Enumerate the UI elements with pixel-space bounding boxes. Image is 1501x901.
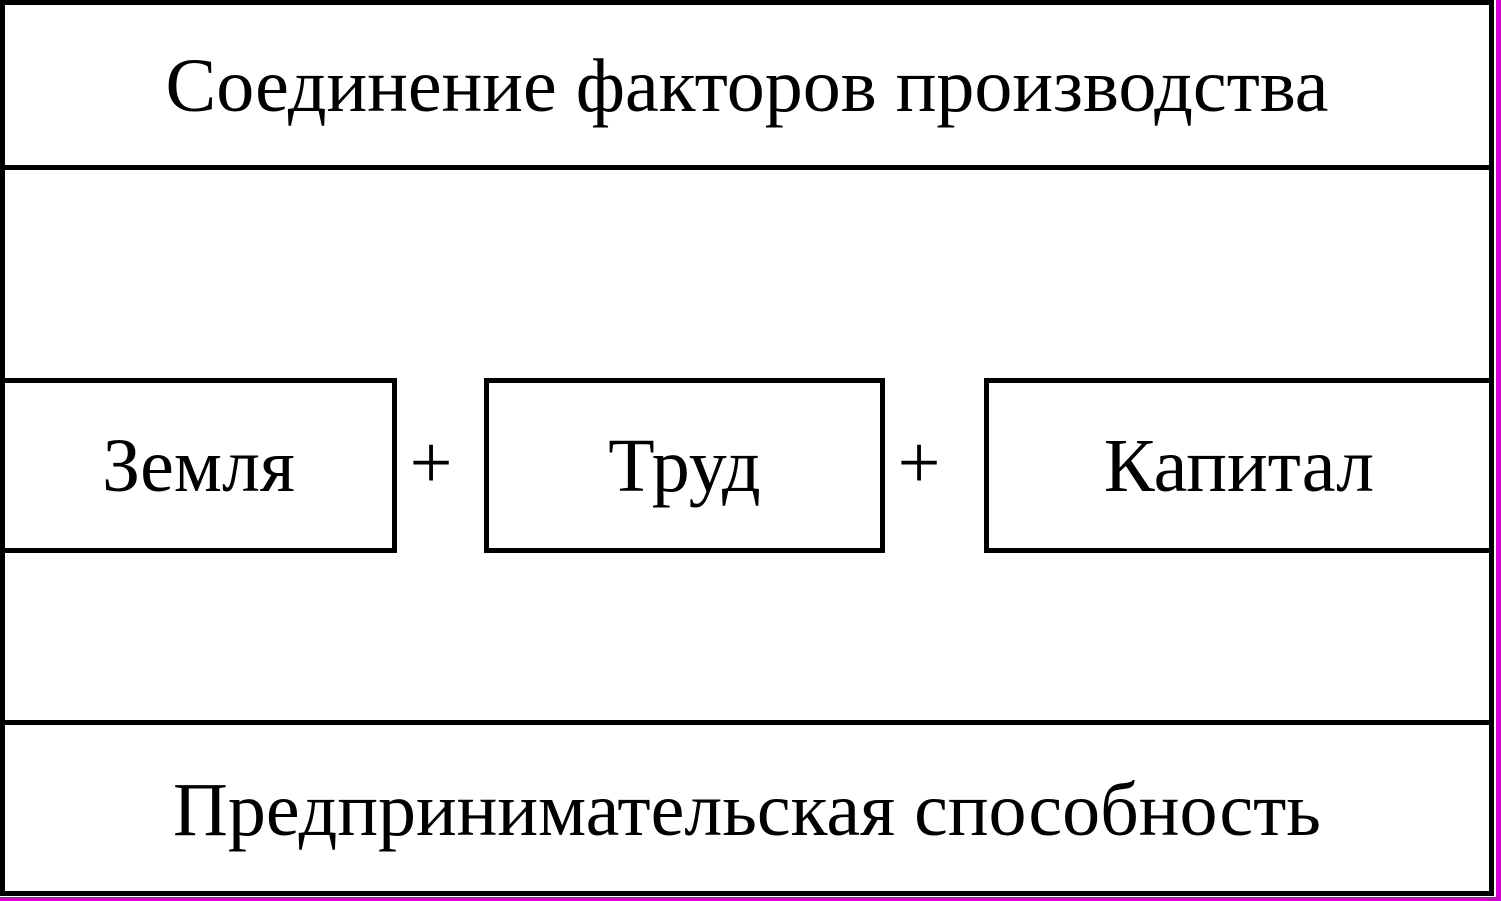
factor-box-labor: Труд bbox=[484, 378, 885, 553]
bottom-edge-line bbox=[0, 897, 1501, 901]
diagram-title: Соединение факторов производства bbox=[165, 44, 1329, 128]
entrepreneurship-label: Предпринимательская способность bbox=[173, 768, 1321, 852]
factor-label-capital: Капитал bbox=[1103, 423, 1375, 508]
factor-box-capital: Капитал bbox=[984, 378, 1494, 553]
right-edge-line bbox=[1496, 0, 1501, 901]
factor-box-land: Земля bbox=[0, 378, 397, 553]
factor-label-land: Земля bbox=[102, 423, 295, 508]
plus-sign-2: + bbox=[897, 421, 941, 505]
plus-sign-1: + bbox=[409, 421, 453, 505]
footer-divider bbox=[0, 720, 1494, 725]
factor-label-labor: Труд bbox=[608, 423, 761, 508]
header-divider bbox=[0, 165, 1494, 170]
